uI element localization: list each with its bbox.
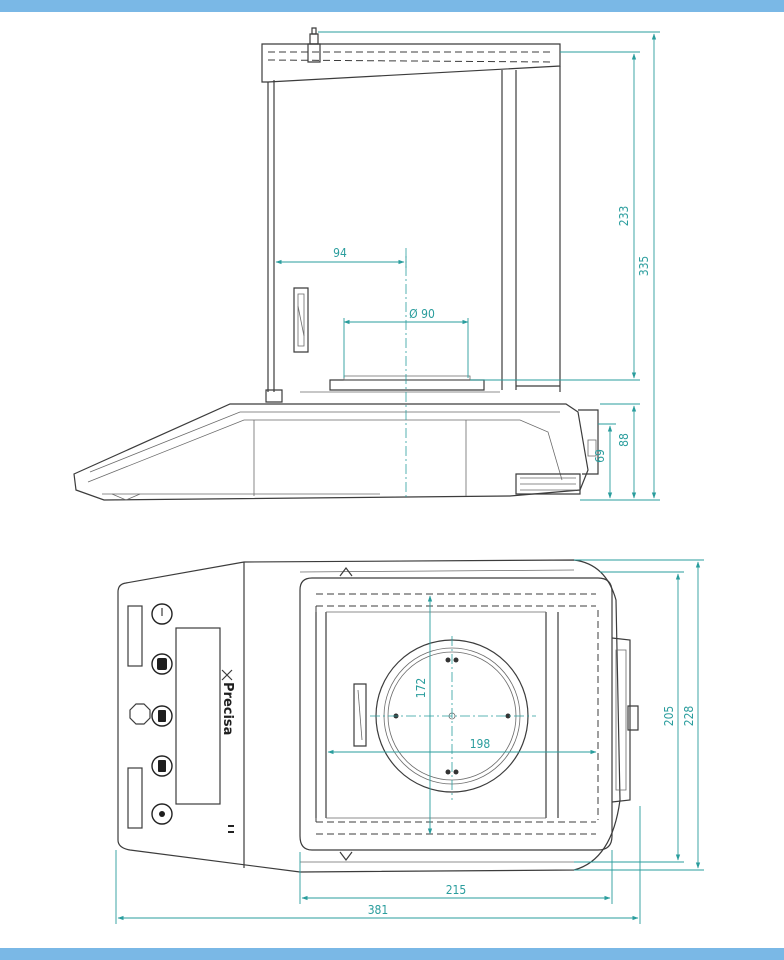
level-indicator [129,703,151,725]
top-dimensions: 172 198 205 228 215 381 [115,559,704,924]
brand-logo-text: Precisa [220,682,235,735]
dim-chamber-width: 198 [470,737,491,751]
dim-total-width: 381 [368,903,389,917]
draft-shield-top [299,567,613,861]
cal-button[interactable] [151,803,173,825]
dim-chamber-depth: 172 [414,678,428,699]
housing-outline [117,559,639,873]
top-band [0,0,784,12]
bottom-band [0,948,784,960]
dim-chamber-height: 233 [617,206,631,227]
print-button[interactable] [151,755,173,777]
print-icon [158,760,166,772]
mode-button[interactable] [151,705,173,727]
side-dimensions: 94 Ø 90 233 335 88 69 [275,31,660,501]
brand-logo-mark [221,669,233,681]
dim-total-height: 335 [637,256,651,277]
tare-button[interactable] [151,653,173,675]
weighing-pan [300,375,500,393]
tare-icon [157,658,167,670]
draft-shield [261,27,561,403]
top-view: Precisa 172 198 205 228 215 [115,559,704,924]
dim-total-depth: 228 [682,706,696,727]
dim-top-width: 94 [333,246,347,260]
control-panel: Precisa [127,603,235,833]
power-button[interactable] [151,603,173,625]
dim-chamber-outer-width: 215 [446,883,467,897]
dim-inner-depth: 205 [662,706,676,727]
top-center-lines [370,636,536,800]
dim-pan-diameter: Ø 90 [409,307,435,321]
balance-base [73,403,599,501]
dim-feet-height: 69 [593,449,607,463]
side-view: 94 Ø 90 233 335 88 69 [73,27,660,501]
mode-icon [158,710,166,722]
dim-base-height: 88 [617,433,631,447]
cal-icon [159,811,165,817]
